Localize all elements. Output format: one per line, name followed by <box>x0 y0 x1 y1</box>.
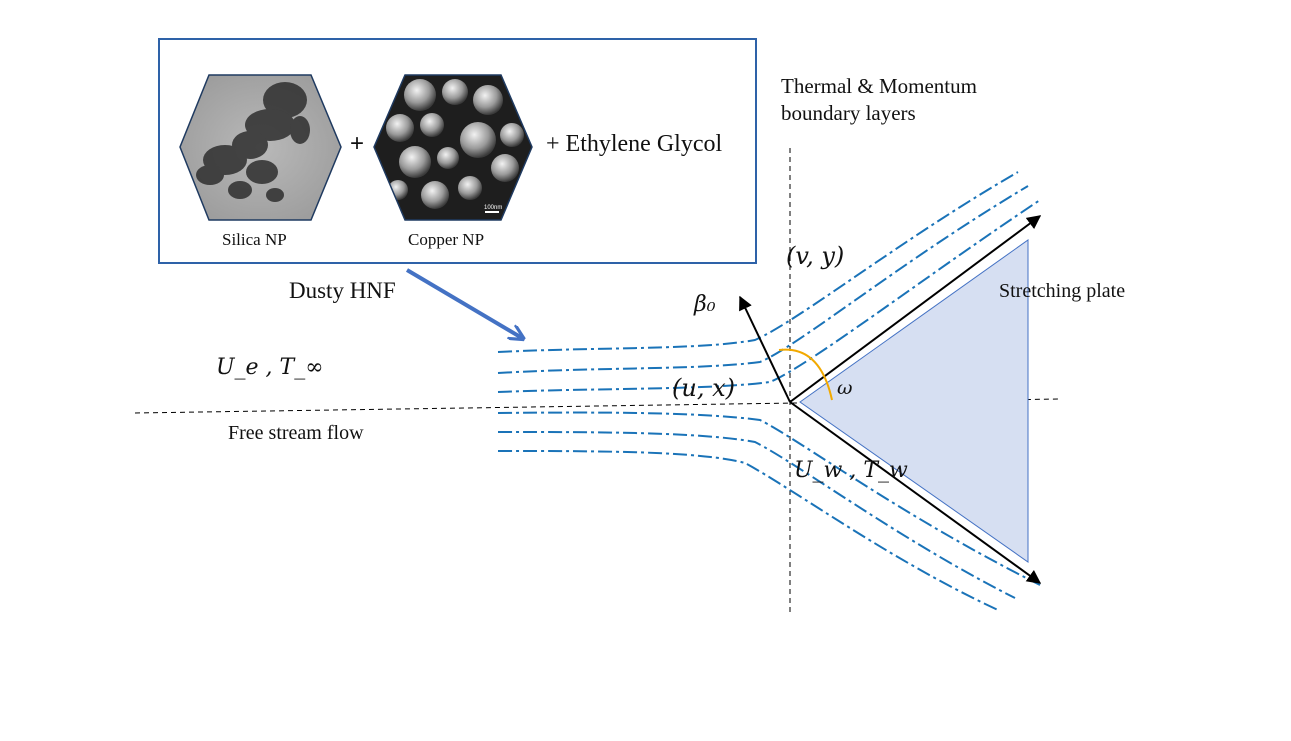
svg-text:100nm: 100nm <box>484 205 502 211</box>
callout-arrow <box>405 268 522 338</box>
free-stream-conditions-label: U_e , T_∞ <box>216 355 324 380</box>
streamline-upper-3 <box>497 199 1041 393</box>
base-fluid-label: + Ethylene Glycol <box>546 131 723 157</box>
magnetic-field-arrow <box>739 295 791 403</box>
plus-sign: + <box>350 130 365 157</box>
angle-arc <box>778 348 833 401</box>
dusty-hnf-label: Dusty HNF <box>289 278 396 303</box>
stretching-plate <box>799 239 1029 563</box>
streamline-lower-3 <box>497 450 999 611</box>
plate-upper-arrow <box>789 215 1042 403</box>
free-stream-flow-label: Free stream flow <box>228 422 364 444</box>
streamlines <box>497 171 1041 611</box>
plate-lower-arrow <box>789 401 1042 584</box>
beta0-label: β₀ <box>694 292 716 317</box>
boundary-layers-label-line1: Thermal & Momentum <box>781 74 977 98</box>
streamline-lower-2 <box>497 431 1016 599</box>
wall-conditions-label: U_w , T_w <box>794 458 908 483</box>
silica-np-label: Silica NP <box>222 230 287 249</box>
legend-box <box>158 38 757 264</box>
streamline-upper-2 <box>497 185 1029 374</box>
copper-np-image: 100nm <box>373 74 533 221</box>
u-x-label: (u, x) <box>672 374 735 402</box>
boundary-layers-label-line2: boundary layers <box>781 101 916 125</box>
horizontal-reference-line <box>134 398 1061 414</box>
stretching-plate-label: Stretching plate <box>999 280 1126 302</box>
streamline-lower-1 <box>497 411 1041 586</box>
silica-np-image <box>179 74 342 221</box>
streamline-upper-1 <box>497 171 1019 353</box>
copper-np-label: Copper NP <box>408 230 485 249</box>
omega-label: ω <box>837 377 853 399</box>
v-y-label: (v, y) <box>786 242 845 270</box>
